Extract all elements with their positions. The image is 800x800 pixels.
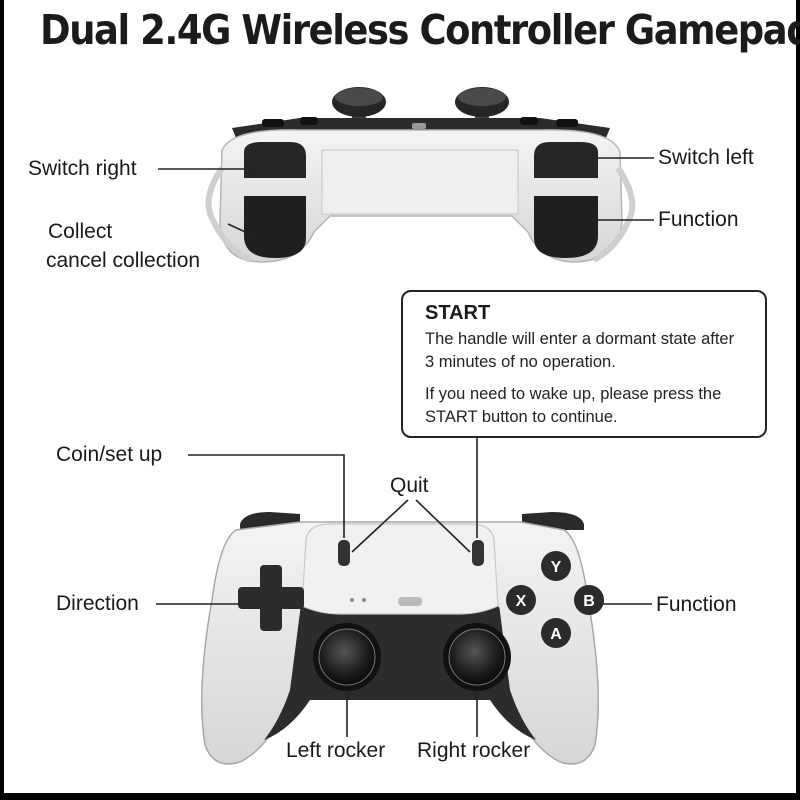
home-button: [398, 597, 422, 606]
top-view-controller: [205, 87, 636, 263]
right-shoulder-button: [534, 142, 598, 178]
label-switch-right: Switch right: [28, 157, 137, 180]
front-view-controller: [201, 512, 599, 765]
label-coin-setup: Coin/set up: [56, 443, 163, 466]
label-function-top: Function: [658, 208, 739, 231]
label-direction: Direction: [56, 592, 139, 615]
label-collect: Collect: [48, 220, 113, 243]
label-right-rocker: Right rocker: [417, 739, 531, 762]
face-button-a: [541, 618, 571, 648]
front-leader-lines: [156, 438, 652, 737]
face-button-b: [574, 585, 604, 615]
face-button-y-label: Y: [551, 559, 562, 576]
select-button: [338, 540, 350, 566]
left-shoulder-button: [244, 142, 306, 178]
dpad: [238, 565, 304, 631]
label-cancel-collection: cancel collection: [46, 249, 201, 272]
start-callout-line1: The handle will enter a dormant state af…: [425, 330, 735, 371]
label-switch-left: Switch left: [658, 146, 754, 169]
face-buttons: Y X B A: [506, 551, 604, 648]
face-button-b-label: B: [583, 593, 595, 610]
start-button: [472, 540, 484, 566]
left-trigger: [244, 196, 306, 258]
left-rocker-stick: [313, 623, 381, 691]
face-button-a-label: A: [550, 626, 562, 643]
start-callout-box: START The handle will enter a dormant st…: [401, 290, 767, 438]
touchpad: [301, 523, 499, 615]
face-button-y: [541, 551, 571, 581]
label-quit: Quit: [390, 474, 429, 497]
label-function-front: Function: [656, 593, 737, 616]
page-title: Dual 2.4G Wireless Controller Gamepad: [40, 6, 800, 54]
start-callout-line2: If you need to wake up, please press the…: [425, 385, 722, 426]
right-trigger: [534, 196, 598, 258]
face-button-x-label: X: [516, 593, 527, 610]
label-left-rocker: Left rocker: [286, 739, 386, 762]
top-leader-lines: [158, 157, 654, 237]
right-rocker-stick: [443, 623, 511, 691]
start-callout-heading: START: [425, 302, 491, 324]
face-button-x: [506, 585, 536, 615]
